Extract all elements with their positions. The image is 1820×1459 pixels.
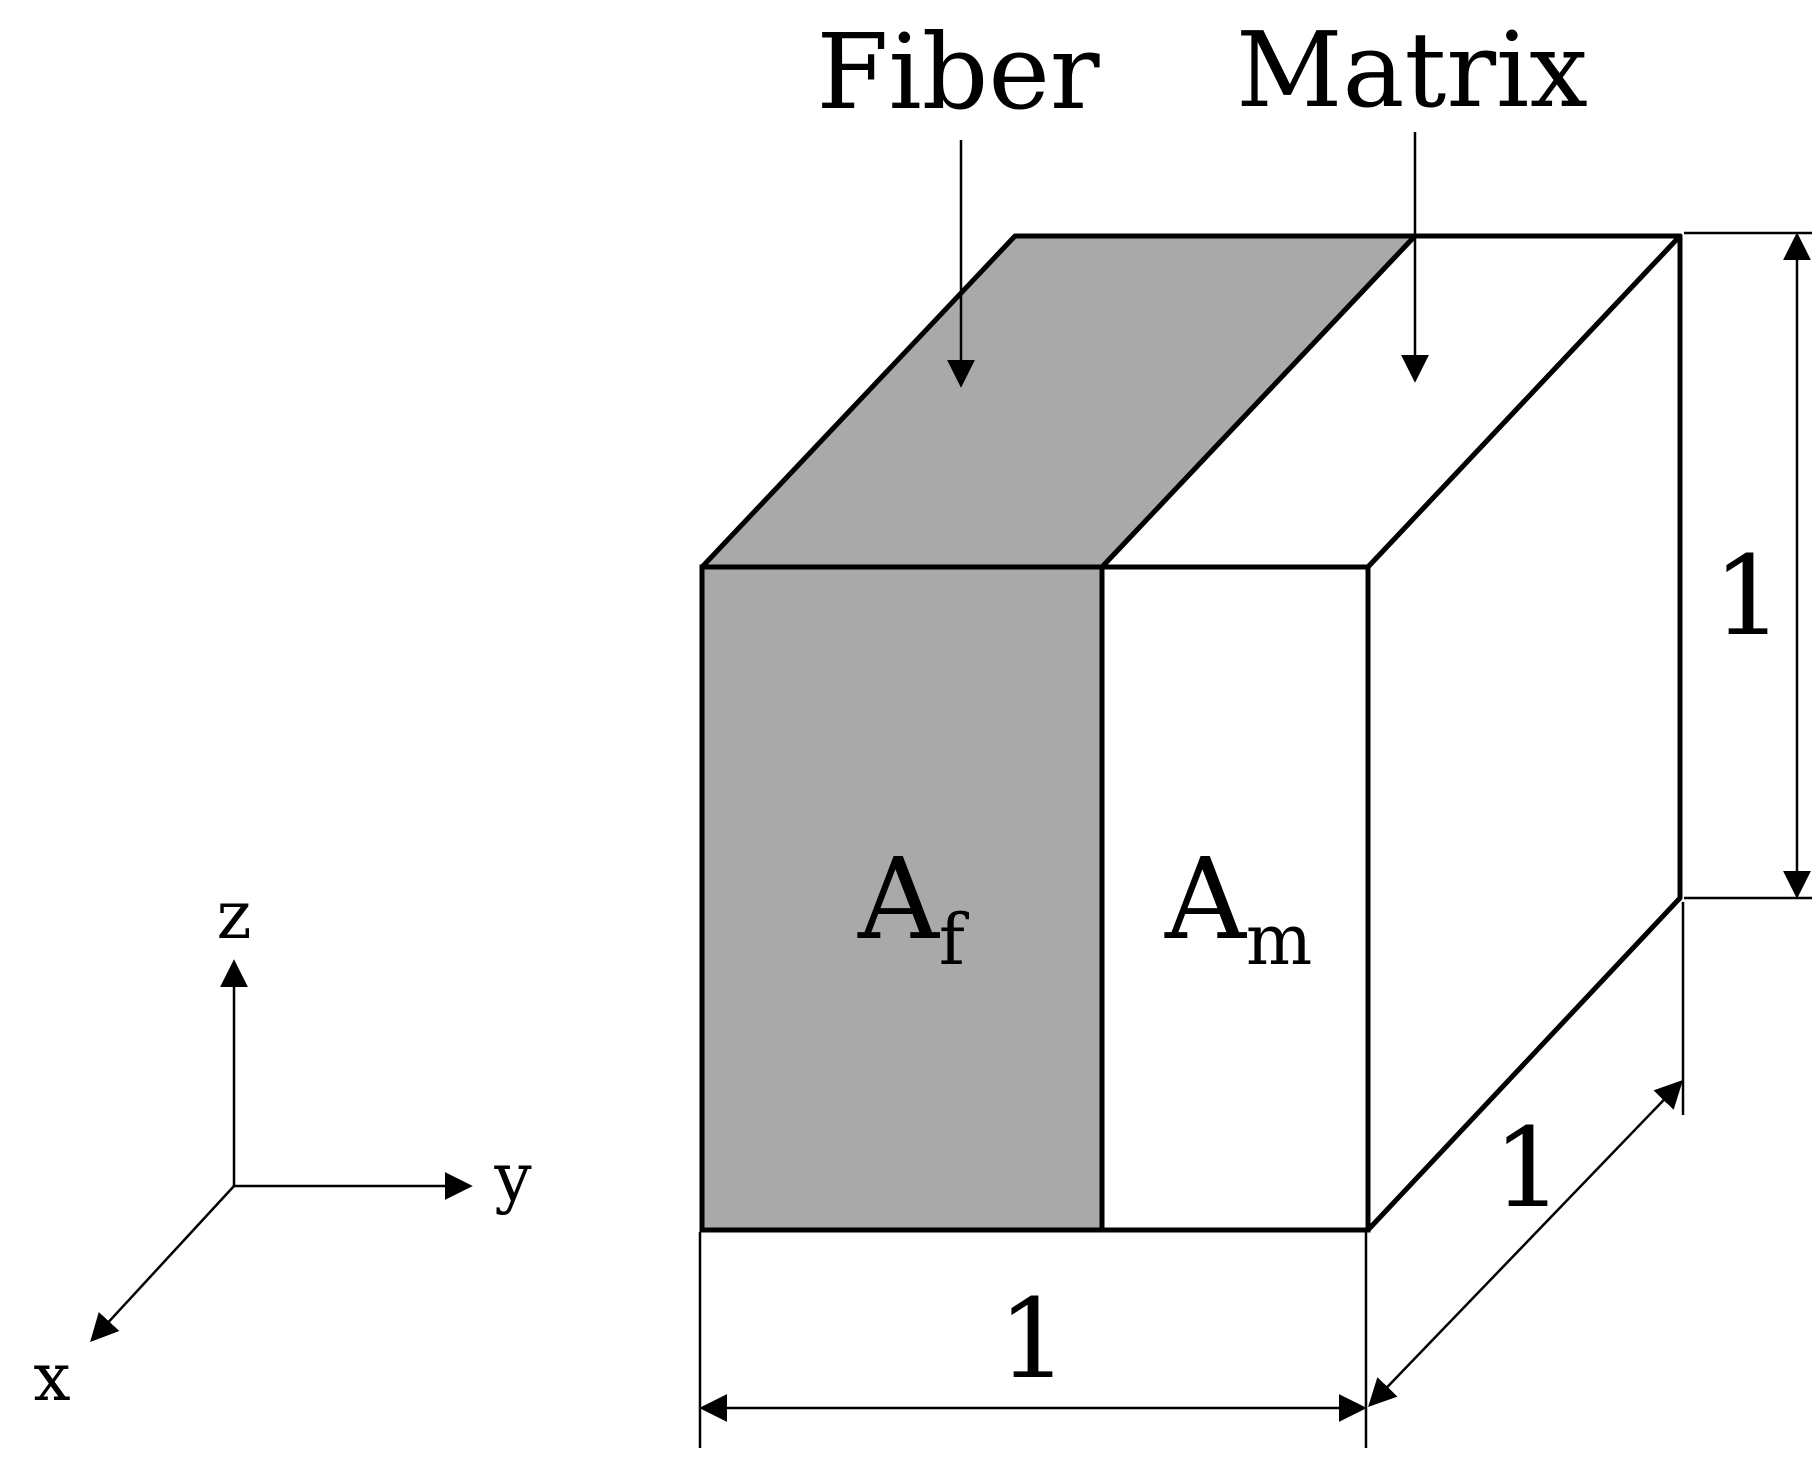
- depth-dimension-arrow: [1368, 1079, 1683, 1408]
- y-axis-label: y: [493, 1139, 532, 1216]
- matrix-area-subscript: m: [1246, 899, 1312, 981]
- fiber-area-subscript: f: [939, 899, 970, 981]
- fiber-label: Fiber: [816, 11, 1100, 133]
- z-axis-label: z: [217, 877, 252, 954]
- x-axis-label: x: [33, 1339, 70, 1416]
- matrix-label: Matrix: [1236, 9, 1588, 131]
- matrix-area-label: Am: [1164, 835, 1312, 981]
- fiber-front-face: [699, 564, 1105, 1233]
- depth-dimension-label: 1: [1493, 1104, 1563, 1232]
- fiber-area-symbol: A: [857, 835, 940, 965]
- matrix-front-face: [1099, 564, 1371, 1233]
- matrix-area-symbol: A: [1164, 835, 1247, 965]
- height-dimension-label: 1: [1713, 532, 1783, 660]
- width-dimension-label: 1: [998, 1275, 1068, 1403]
- fiber-area-label: Af: [857, 835, 970, 981]
- x-axis-arrow: [90, 1185, 235, 1343]
